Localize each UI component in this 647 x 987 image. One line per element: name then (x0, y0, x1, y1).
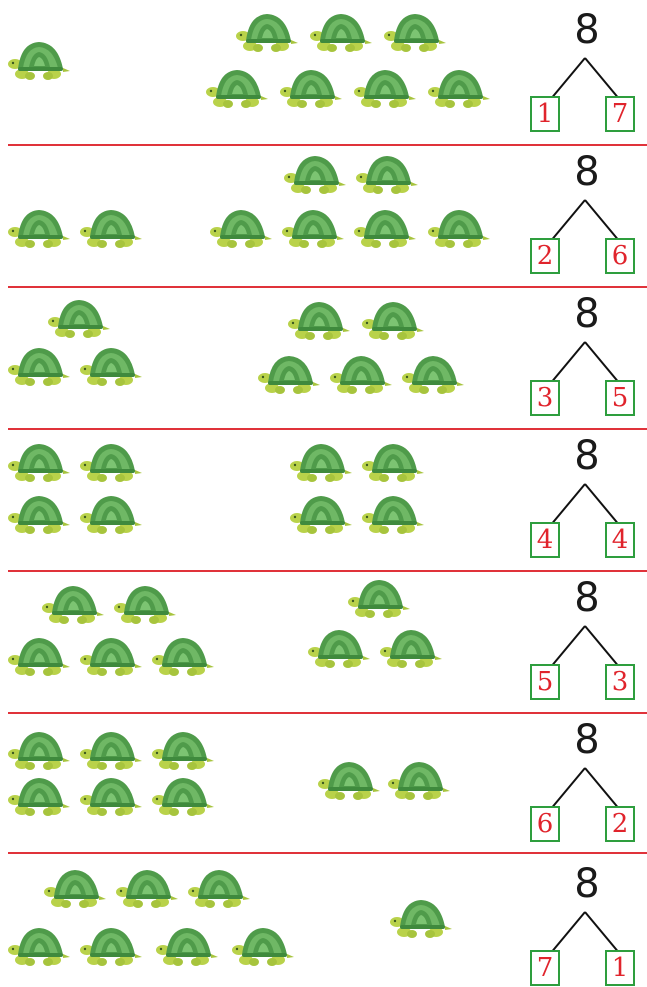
turtle-icon (8, 492, 70, 536)
turtle-icon (156, 924, 218, 968)
turtle-icon (310, 10, 372, 54)
turtle-icon (80, 774, 142, 818)
turtle-icon (258, 352, 320, 396)
turtle-icon (362, 298, 424, 342)
bond-total: 8 (562, 148, 612, 196)
turtle-icon (48, 296, 110, 340)
turtle-icon (80, 344, 142, 388)
turtle-icon (288, 298, 350, 342)
turtle-icon (290, 492, 352, 536)
part-right-box: 6 (605, 238, 635, 274)
part-right-box: 3 (605, 664, 635, 700)
turtle-icon (388, 758, 450, 802)
part-right-box: 4 (605, 522, 635, 558)
part-left-box: 2 (530, 238, 560, 274)
bond-row-6: 8 6 2 (0, 714, 647, 855)
part-left-box: 5 (530, 664, 560, 700)
turtle-icon (80, 924, 142, 968)
bond-row-7: 8 7 1 (0, 846, 647, 987)
part-left-box: 4 (530, 522, 560, 558)
turtle-icon (280, 66, 342, 110)
turtle-icon (206, 66, 268, 110)
turtle-icon (8, 440, 70, 484)
bond-total: 8 (562, 574, 612, 622)
part-left-box: 6 (530, 806, 560, 842)
turtle-icon (318, 758, 380, 802)
turtle-icon (80, 206, 142, 250)
bond-total: 8 (562, 860, 612, 908)
bond-total: 8 (562, 432, 612, 480)
turtle-icon (152, 634, 214, 678)
turtle-icon (114, 582, 176, 626)
part-left-box: 3 (530, 380, 560, 416)
turtle-icon (80, 634, 142, 678)
turtle-icon (284, 152, 346, 196)
part-right-box: 5 (605, 380, 635, 416)
turtle-icon (116, 866, 178, 910)
turtle-icon (354, 66, 416, 110)
part-right-box: 1 (605, 950, 635, 986)
bond-row-2: 8 2 6 (0, 146, 647, 287)
part-right-box: 7 (605, 96, 635, 132)
bond-row-4: 8 4 4 (0, 430, 647, 571)
turtle-icon (402, 352, 464, 396)
turtle-icon (8, 634, 70, 678)
turtle-icon (232, 924, 294, 968)
turtle-icon (428, 206, 490, 250)
turtle-icon (8, 924, 70, 968)
turtle-icon (8, 206, 70, 250)
turtle-icon (80, 492, 142, 536)
turtle-icon (188, 866, 250, 910)
turtle-icon (8, 774, 70, 818)
turtle-icon (362, 492, 424, 536)
turtle-icon (80, 728, 142, 772)
bond-total: 8 (562, 716, 612, 764)
turtle-icon (362, 440, 424, 484)
turtle-icon (308, 626, 370, 670)
turtle-icon (210, 206, 272, 250)
turtle-icon (282, 206, 344, 250)
turtle-icon (290, 440, 352, 484)
turtle-icon (348, 576, 410, 620)
bond-row-1: 8 1 7 (0, 4, 647, 145)
turtle-icon (42, 582, 104, 626)
turtle-icon (384, 10, 446, 54)
turtle-icon (354, 206, 416, 250)
part-left-box: 1 (530, 96, 560, 132)
turtle-icon (236, 10, 298, 54)
part-right-box: 2 (605, 806, 635, 842)
turtle-icon (8, 38, 70, 82)
turtle-icon (8, 344, 70, 388)
turtle-icon (428, 66, 490, 110)
turtle-icon (390, 896, 452, 940)
turtle-icon (8, 728, 70, 772)
bond-row-5: 8 5 3 (0, 572, 647, 713)
turtle-icon (380, 626, 442, 670)
turtle-icon (356, 152, 418, 196)
turtle-icon (152, 774, 214, 818)
bond-total: 8 (562, 290, 612, 338)
turtle-icon (44, 866, 106, 910)
bond-total: 8 (562, 6, 612, 54)
turtle-icon (152, 728, 214, 772)
turtle-icon (80, 440, 142, 484)
turtle-icon (330, 352, 392, 396)
part-left-box: 7 (530, 950, 560, 986)
bond-row-3: 8 3 5 (0, 288, 647, 429)
